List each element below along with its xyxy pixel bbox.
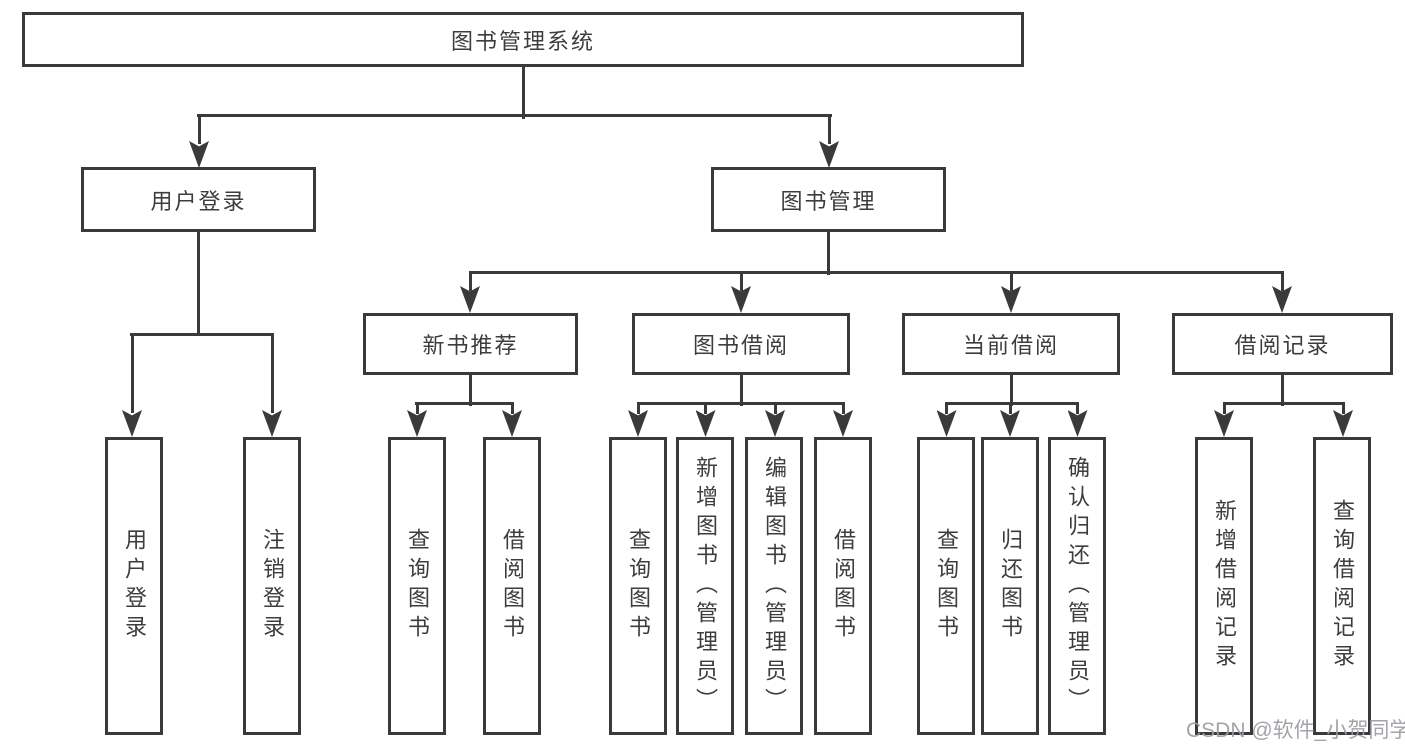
arrow-down-icon xyxy=(765,410,785,437)
node-book-management: 图书管理 xyxy=(711,167,946,232)
leaf-add-books-admin: 新增图书（管理员） xyxy=(676,437,734,735)
node-label: 新增图书（管理员） xyxy=(693,455,718,717)
connector-stem xyxy=(739,375,743,406)
connector-root-stem xyxy=(521,67,525,119)
leaf-query-books-current: 查询图书 xyxy=(917,437,975,735)
connector-hline xyxy=(1222,402,1345,405)
arrow-down-icon xyxy=(502,410,522,437)
connector-stem xyxy=(130,333,134,413)
leaf-logout: 注销登录 xyxy=(243,437,301,735)
node-label: 新书推荐 xyxy=(422,333,519,358)
node-label: 编辑图书（管理员） xyxy=(762,455,787,717)
node-label: 图书管理系统 xyxy=(450,28,595,54)
connector-stem xyxy=(1008,402,1012,414)
arrow-down-icon xyxy=(695,410,716,437)
node-label: 用户登录 xyxy=(150,188,247,214)
arrow-down-icon xyxy=(122,410,142,437)
connector-hline xyxy=(415,402,514,405)
arrow-down-icon xyxy=(189,141,209,168)
arrow-down-icon xyxy=(407,410,427,437)
connector-stem xyxy=(1009,271,1013,291)
node-label: 当前借阅 xyxy=(962,333,1059,358)
node-book-borrowing: 图书借阅 xyxy=(632,313,850,375)
leaf-query-books-borrowing: 查询图书 xyxy=(609,437,667,735)
arrow-down-icon xyxy=(1214,410,1234,437)
node-label: 归还图书 xyxy=(998,528,1023,644)
node-label: 借阅图书 xyxy=(500,528,525,644)
node-label: 查询图书 xyxy=(934,528,959,644)
connector-stem xyxy=(636,402,640,414)
node-label: 新增借阅记录 xyxy=(1212,499,1237,673)
arrow-down-icon xyxy=(1067,410,1088,437)
leaf-edit-books-admin: 编辑图书（管理员） xyxy=(745,437,803,735)
connector-level3-hline xyxy=(468,271,1284,274)
connector-stem xyxy=(827,114,831,144)
connector-login-hline xyxy=(130,333,274,336)
connector-stem xyxy=(739,271,743,291)
node-label: 借阅图书 xyxy=(831,528,856,644)
connector-hline xyxy=(636,402,845,405)
leaf-query-books-recommend: 查询图书 xyxy=(388,437,446,735)
arrow-down-icon xyxy=(262,410,282,437)
connector-stem xyxy=(841,402,845,414)
connector-mgmt-stem xyxy=(827,232,830,275)
connector-stem xyxy=(945,402,948,414)
node-label: 借阅记录 xyxy=(1234,333,1331,358)
connector-stem xyxy=(415,402,419,414)
leaf-user-login: 用户登录 xyxy=(105,437,163,735)
connector-stem xyxy=(1009,375,1013,406)
leaf-add-borrow-record: 新增借阅记录 xyxy=(1195,437,1253,735)
node-current-borrowing: 当前借阅 xyxy=(902,313,1120,375)
connector-stem xyxy=(197,114,201,144)
connector-hline xyxy=(945,402,1079,405)
leaf-return-books: 归还图书 xyxy=(981,437,1039,735)
leaf-borrow-books: 借阅图书 xyxy=(814,437,872,735)
node-label: 查询图书 xyxy=(626,528,651,644)
arrow-down-icon xyxy=(1000,410,1020,437)
connector-stem xyxy=(510,402,514,414)
node-label: 确认归还（管理员） xyxy=(1065,455,1090,717)
watermark: CSDN @软件_小贺同学 xyxy=(1186,719,1405,742)
leaf-confirm-return-admin: 确认归还（管理员） xyxy=(1048,437,1106,735)
node-label: 图书管理 xyxy=(780,188,877,214)
node-label: 注销登录 xyxy=(260,528,285,644)
node-library-management-system: 图书管理系统 xyxy=(22,12,1024,67)
connector-login-stem xyxy=(197,232,200,336)
node-borrowing-records: 借阅记录 xyxy=(1172,313,1393,375)
arrow-down-icon xyxy=(936,410,957,437)
node-user-login: 用户登录 xyxy=(81,167,316,232)
arrow-down-icon xyxy=(1333,410,1353,437)
node-label: 图书借阅 xyxy=(692,333,789,358)
node-label: 查询图书 xyxy=(405,528,430,644)
node-new-book-recommendation: 新书推荐 xyxy=(363,313,578,375)
connector-stem xyxy=(469,271,472,291)
arrow-down-icon xyxy=(819,141,839,168)
connector-stem xyxy=(1341,402,1345,414)
connector-stem xyxy=(773,402,777,414)
connector-stem xyxy=(1281,271,1284,291)
leaf-query-borrow-record: 查询借阅记录 xyxy=(1313,437,1371,735)
arrow-down-icon xyxy=(628,410,648,437)
connector-stem xyxy=(1076,402,1079,414)
node-label: 查询借阅记录 xyxy=(1330,499,1355,673)
connector-stem xyxy=(1222,402,1226,414)
connector-stem xyxy=(1281,375,1284,406)
connector-stem xyxy=(270,333,274,413)
node-label: 用户登录 xyxy=(122,528,147,644)
arrow-down-icon xyxy=(833,410,853,437)
connector-stem xyxy=(704,402,707,414)
connector-level2-hline xyxy=(197,114,832,117)
connector-stem xyxy=(469,375,472,406)
leaf-borrow-books-recommend: 借阅图书 xyxy=(483,437,541,735)
